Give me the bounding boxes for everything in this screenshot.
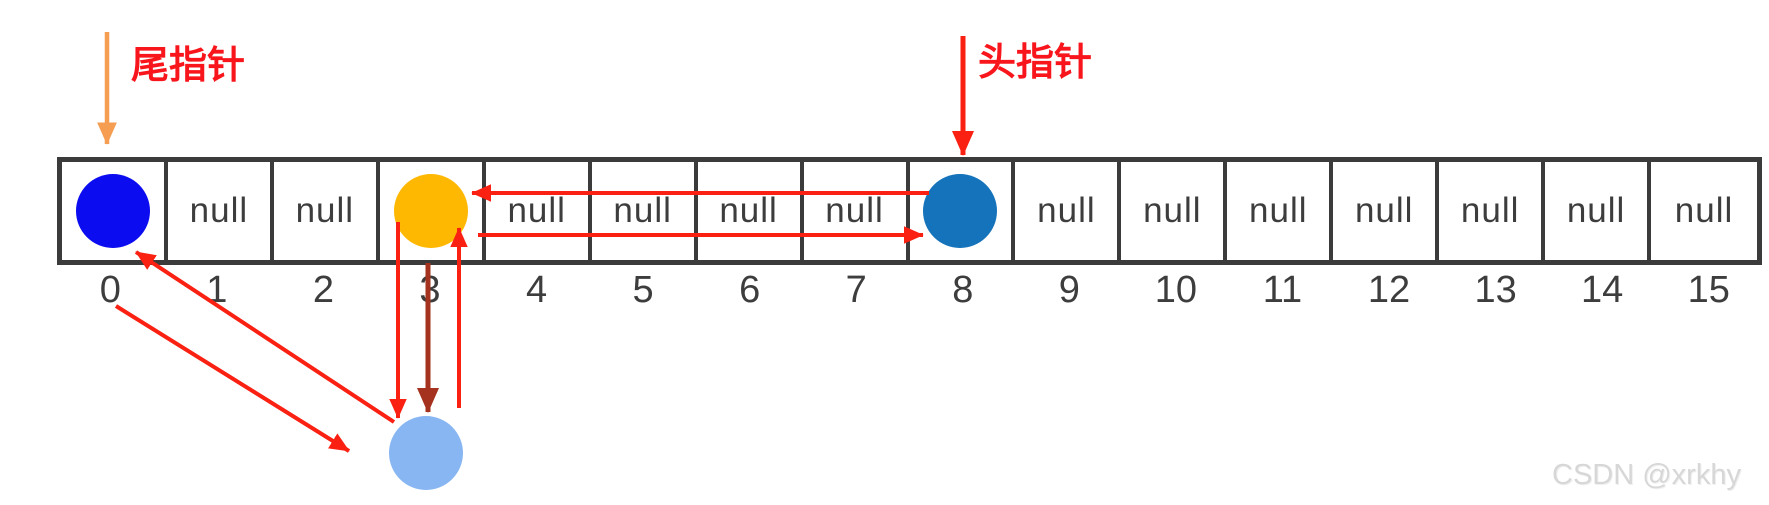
cell-value-11: null <box>1249 191 1308 230</box>
node-circle-3 <box>393 174 468 248</box>
array-cell-4: null <box>486 162 592 260</box>
cell-value-9: null <box>1037 191 1096 230</box>
index-label-4: 4 <box>525 269 548 311</box>
array-cell-7: null <box>804 162 910 260</box>
array-cell-14: null <box>1545 162 1652 260</box>
cell-value-13: null <box>1460 191 1520 230</box>
array-cell-9: null <box>1015 162 1122 260</box>
cell-value-6: null <box>719 191 778 230</box>
array-cell-3 <box>380 162 486 260</box>
cell-value-5: null <box>613 191 672 230</box>
queue-array: null null null null null null null null null null… <box>57 157 1762 265</box>
detached-node-circle <box>389 416 463 490</box>
index-label-11: 11 <box>1262 269 1303 311</box>
index-label-6: 6 <box>739 269 761 311</box>
index-label-0: 0 <box>99 269 121 311</box>
index-label-8: 8 <box>952 269 974 311</box>
index-label-13: 13 <box>1474 269 1517 311</box>
cell-value-12: null <box>1354 191 1414 230</box>
array-cell-12: null <box>1333 162 1440 260</box>
array-cell-6: null <box>698 162 804 260</box>
node-circle-0 <box>75 174 150 248</box>
array-cell-15: null <box>1651 162 1757 260</box>
array-cell-8 <box>910 162 1016 260</box>
array-cell-2: null <box>274 162 380 260</box>
tail-pointer-label: 尾指针 <box>131 45 246 87</box>
cell-value-14: null <box>1566 191 1626 230</box>
index-label-9: 9 <box>1058 269 1080 311</box>
cell-value-7: null <box>825 191 884 230</box>
watermark: CSDN @xrkhy <box>1552 459 1741 491</box>
node-circle-8 <box>923 174 998 248</box>
index-label-15: 15 <box>1687 269 1730 311</box>
array-cell-0 <box>62 162 168 260</box>
cell-value-1: null <box>189 191 249 230</box>
link-arrow-0-to-node <box>114 304 351 453</box>
index-label-2: 2 <box>312 269 334 311</box>
array-cell-10: null <box>1121 162 1228 260</box>
index-label-12: 12 <box>1367 269 1411 311</box>
cell-value-15: null <box>1674 191 1734 230</box>
cell-value-10: null <box>1143 191 1202 230</box>
cell-value-2: null <box>295 191 355 230</box>
array-cell-1: null <box>168 162 274 260</box>
head-pointer-label: 头指针 <box>978 42 1093 84</box>
index-label-10: 10 <box>1154 269 1198 311</box>
index-label-14: 14 <box>1581 269 1624 311</box>
index-label-3: 3 <box>419 269 441 311</box>
index-label-7: 7 <box>845 269 867 311</box>
array-cell-11: null <box>1227 162 1334 260</box>
cell-value-4: null <box>507 191 566 230</box>
array-cell-5: null <box>592 162 698 260</box>
array-cell-13: null <box>1439 162 1546 260</box>
index-label-1: 1 <box>206 269 228 311</box>
index-label-5: 5 <box>632 269 654 311</box>
